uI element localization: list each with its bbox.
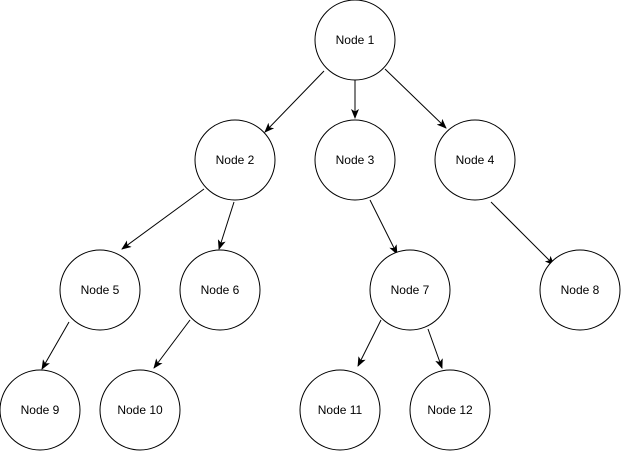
node-3: Node 3 (314, 119, 396, 201)
node-label: Node 11 (318, 403, 363, 417)
edge-n7-n11 (357, 319, 382, 367)
node-5: Node 5 (59, 249, 141, 331)
node-2: Node 2 (194, 119, 276, 201)
node-10: Node 10 (99, 369, 181, 451)
node-circle (179, 249, 261, 331)
node-circle (99, 369, 181, 451)
node-label: Node 9 (21, 403, 60, 417)
node-label: Node 10 (117, 403, 163, 417)
edge-n1-n4 (384, 68, 447, 129)
node-1: Node 1 (314, 0, 396, 81)
edge-n3-n7 (369, 199, 398, 255)
node-circle (194, 119, 276, 201)
node-4: Node 4 (434, 119, 516, 201)
edge-n4-n8 (490, 201, 555, 266)
node-8: Node 8 (539, 249, 621, 331)
node-circle (314, 0, 396, 81)
edge-n2-n6 (217, 201, 235, 250)
node-label: Node 8 (561, 283, 600, 297)
edge-n2-n5 (121, 188, 205, 250)
node-7: Node 7 (369, 249, 451, 331)
node-circle (59, 249, 141, 331)
node-label: Node 5 (81, 283, 120, 297)
edge-n6-n10 (153, 319, 191, 369)
node-circle (314, 119, 396, 201)
edges-layer (41, 68, 555, 370)
edge-n5-n9 (41, 321, 70, 370)
node-circle (0, 369, 81, 451)
node-circle (434, 119, 516, 201)
node-label: Node 6 (201, 283, 240, 297)
node-label: Node 2 (216, 153, 255, 167)
node-circle (539, 249, 621, 331)
node-6: Node 6 (179, 249, 261, 331)
node-label: Node 7 (391, 283, 430, 297)
edge-n7-n12 (427, 328, 443, 369)
node-label: Node 1 (336, 33, 375, 47)
node-circle (299, 369, 381, 451)
node-label: Node 12 (427, 403, 473, 417)
node-circle (369, 249, 451, 331)
node-circle (409, 369, 491, 451)
node-label: Node 3 (336, 153, 375, 167)
node-11: Node 11 (299, 369, 381, 451)
node-label: Node 4 (456, 153, 495, 167)
edge-n1-n2 (264, 70, 325, 133)
node-12: Node 12 (409, 369, 491, 451)
node-9: Node 9 (0, 369, 81, 451)
